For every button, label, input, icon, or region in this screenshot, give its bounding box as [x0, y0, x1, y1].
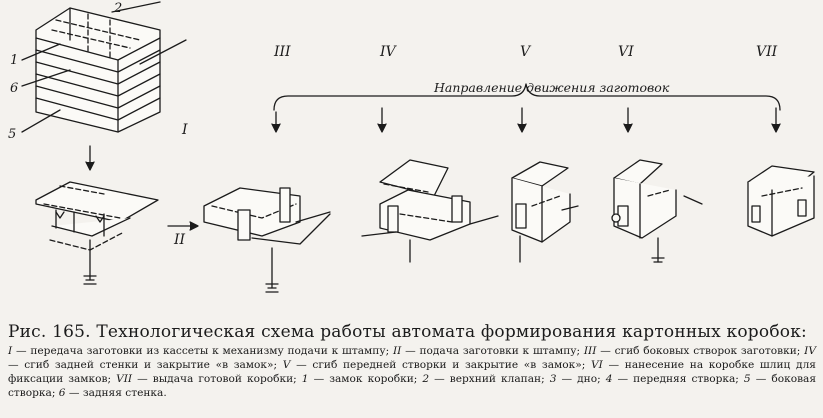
legend-entry: III — сгиб боковых створок заготовки;	[584, 345, 804, 357]
legend-entry: 6 — задняя стенка.	[59, 387, 167, 399]
stage-label-vii: VII	[756, 44, 778, 60]
process-diagram: III IV V VI VII Направление движения заг…	[0, 0, 823, 330]
legend-key: 6	[59, 387, 69, 399]
box-stage-5	[512, 162, 578, 262]
step-label-i: I	[181, 122, 188, 138]
box-stage-6	[612, 160, 702, 262]
direction-label: Направление движения заготовок	[433, 80, 670, 95]
legend-text: — сгиб передней створки и закрытие «в за…	[296, 359, 591, 371]
legend-entry: V — сгиб передней створки и закрытие «в …	[283, 359, 591, 371]
legend-text: — дно;	[562, 373, 606, 385]
blank-cassette-stack	[22, 2, 186, 132]
legend-entry: VII — выдача готовой коробки;	[116, 373, 302, 385]
legend-entry: II — подача заготовки к штампу;	[393, 345, 584, 357]
legend-entry: 4 — передняя створка;	[606, 373, 744, 385]
legend-entry: 2 — верхний клапан;	[422, 373, 549, 385]
stage-label-vi: VI	[618, 44, 634, 60]
box-stage-3	[204, 188, 330, 292]
step-label-ii: II	[173, 232, 186, 248]
legend-key: 5	[744, 373, 756, 385]
legend-key: 2	[422, 373, 434, 385]
legend-key: V	[283, 359, 296, 371]
legend-text: — подача заготовки к штампу;	[405, 345, 584, 357]
legend-text: — верхний клапан;	[434, 373, 550, 385]
legend-text: — выдача готовой коробки;	[137, 373, 302, 385]
part-number-2: 2	[113, 1, 122, 16]
stage-label-iv: IV	[379, 44, 398, 60]
legend-key: IV	[804, 345, 816, 357]
legend-text: — замок коробки;	[314, 373, 423, 385]
legend-text: — сгиб задней стенки и закрытие «в замок…	[8, 359, 283, 371]
caption-title: Рис. 165. Технологическая схема работы а…	[8, 322, 816, 342]
box-stage-4	[362, 160, 498, 262]
legend-key: VI	[591, 359, 609, 371]
box-stage-7	[748, 166, 814, 236]
legend-entry: 3 — дно;	[550, 373, 606, 385]
legend-key: 1	[302, 373, 314, 385]
legend-text: — передняя створка;	[617, 373, 743, 385]
legend-key: VII	[116, 373, 137, 385]
legend-key: II	[393, 345, 405, 357]
legend-key: 3	[550, 373, 562, 385]
stage-label-iii: III	[273, 44, 291, 60]
caption-legend: I — передача заготовки из кассеты к меха…	[8, 344, 816, 400]
flat-blank-stage-1	[36, 182, 158, 284]
legend-text: — задняя стенка.	[69, 387, 167, 399]
stage-arrows	[272, 108, 780, 132]
part-number-5: 5	[8, 127, 16, 142]
legend-key: III	[584, 345, 600, 357]
legend-entry: I — передача заготовки из кассеты к меха…	[8, 345, 393, 357]
legend-key: I	[8, 345, 16, 357]
legend-text: — сгиб боковых створок заготовки;	[600, 345, 804, 357]
legend-entry: 1 — замок коробки;	[302, 373, 423, 385]
part-number-6: 6	[10, 81, 18, 96]
legend-key: 4	[606, 373, 618, 385]
stage-label-v: V	[520, 44, 532, 60]
figure-caption: Рис. 165. Технологическая схема работы а…	[8, 322, 816, 400]
legend-text: — передача заготовки из кассеты к механи…	[16, 345, 393, 357]
part-number-1: 1	[10, 53, 18, 68]
